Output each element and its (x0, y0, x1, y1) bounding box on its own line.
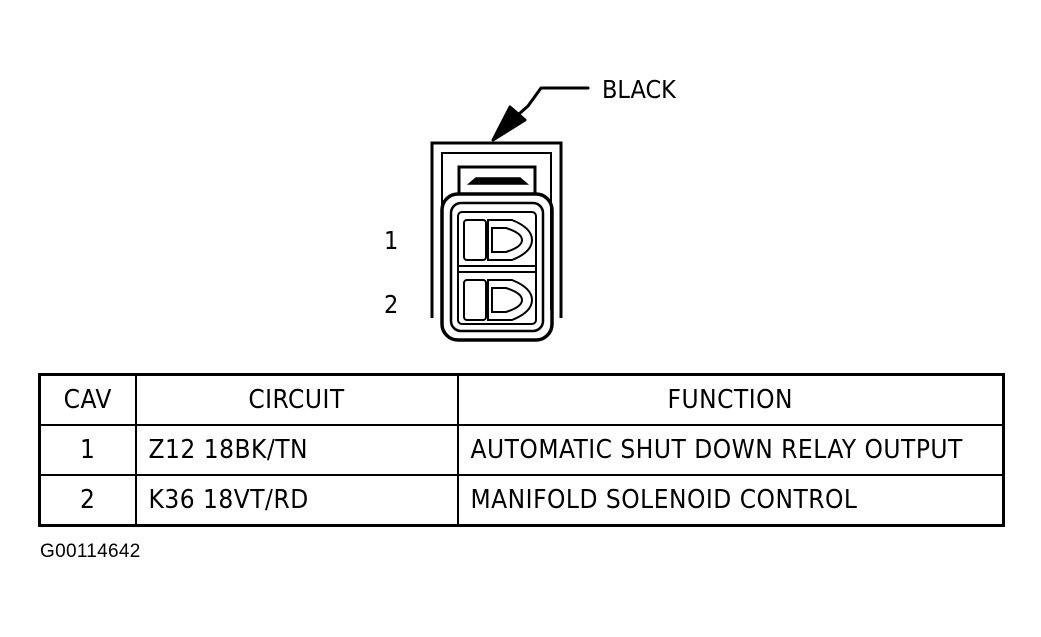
table-row: 1 Z12 18BK/TN AUTOMATIC SHUT DOWN RELAY … (38, 424, 1005, 476)
cell-cav: 2 (38, 474, 137, 527)
cell-circuit: K36 18VT/RD (134, 474, 459, 527)
figure-id: G00114642 (40, 541, 141, 562)
table-row: 2 K36 18VT/RD MANIFOLD SOLENOID CONTROL (38, 474, 1005, 527)
leader-arrow (491, 86, 590, 142)
pin-1-label: 1 (384, 226, 398, 255)
connector-diagram: BLACK 1 2 (384, 75, 677, 342)
connector-body (430, 141, 563, 342)
cavity-1 (463, 219, 534, 261)
cell-circuit: Z12 18BK/TN (134, 424, 459, 476)
header-function: FUNCTION (456, 373, 1005, 426)
header-cav: CAV (38, 373, 137, 426)
cell-cav: 1 (38, 424, 137, 476)
table-header-row: CAV CIRCUIT FUNCTION (38, 373, 1005, 426)
cell-function: MANIFOLD SOLENOID CONTROL (456, 474, 1005, 527)
pin-2-label: 2 (384, 290, 398, 319)
cavity-2 (463, 279, 534, 321)
pinout-table: CAV CIRCUIT FUNCTION 1 Z12 18BK/TN AUTOM… (38, 373, 1005, 527)
cell-function: AUTOMATIC SHUT DOWN RELAY OUTPUT (456, 424, 1005, 476)
connector-color-label: BLACK (602, 75, 677, 104)
header-circuit: CIRCUIT (134, 373, 459, 426)
